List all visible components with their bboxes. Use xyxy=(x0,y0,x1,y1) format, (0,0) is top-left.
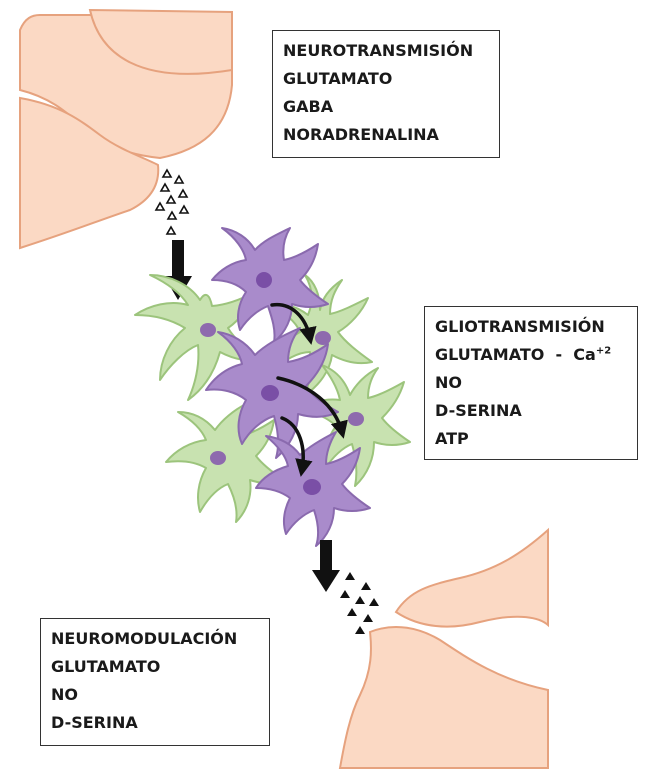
vesicle xyxy=(369,598,379,606)
gliotransmision-item: NO xyxy=(435,373,462,392)
vesicle xyxy=(161,168,173,178)
neuromodulacion-item: NO xyxy=(51,685,78,704)
bottom-down-arrow xyxy=(312,540,340,592)
neurotransmision-title: NEUROTRANSMISIÓN xyxy=(283,41,474,60)
curved-arrow-1 xyxy=(270,302,317,345)
bottom-presynaptic-terminal xyxy=(394,527,549,628)
neurotransmision-item: NORADRENALINA xyxy=(283,125,439,144)
neuromodulacion-item: GLUTAMATO xyxy=(51,657,161,676)
vesicle xyxy=(173,174,185,184)
gliotransmision-item: D-SERINA xyxy=(435,401,522,420)
vesicle xyxy=(340,590,350,598)
top-vesicles xyxy=(154,168,190,235)
curved-arrows xyxy=(270,302,348,477)
gliotransmision-box: GLIOTRANSMISIÓN GLUTAMATO - Ca+2 NO D-SE… xyxy=(424,306,638,460)
vesicle xyxy=(363,614,373,622)
microglia-middle xyxy=(205,327,339,459)
top-postsynaptic-terminal xyxy=(19,96,160,250)
vesicle xyxy=(177,188,189,198)
vesicle xyxy=(355,596,365,604)
bottom-synapse xyxy=(338,527,549,769)
neuromodulacion-box: NEUROMODULACIÓN GLUTAMATO NO D-SERINA xyxy=(40,618,270,746)
vesicle xyxy=(178,204,190,214)
top-synapse xyxy=(19,8,233,250)
neurotransmision-box: NEUROTRANSMISIÓN GLUTAMATO GABA NORADREN… xyxy=(272,30,500,158)
curved-arrow-2 xyxy=(276,376,348,439)
vesicle xyxy=(166,210,178,220)
neuromodulacion-item: D-SERINA xyxy=(51,713,138,732)
bottom-vesicles xyxy=(340,572,379,634)
astrocyte-bottom-left xyxy=(165,403,285,523)
gliotransmision-item-text: GLUTAMATO - Ca xyxy=(435,345,596,364)
microglia-bottom xyxy=(255,431,371,547)
neuromodulacion-title: NEUROMODULACIÓN xyxy=(51,629,238,648)
neurotransmision-item: GABA xyxy=(283,97,334,116)
neurotransmision-item: GLUTAMATO xyxy=(283,69,393,88)
vesicle xyxy=(154,201,166,211)
curved-arrow-3 xyxy=(280,416,313,477)
vesicle xyxy=(361,582,371,590)
vesicle xyxy=(345,572,355,580)
gliotransmision-item: ATP xyxy=(435,429,469,448)
bottom-postsynaptic-terminal xyxy=(338,625,549,769)
vesicle xyxy=(159,182,171,192)
vesicle xyxy=(347,608,357,616)
gliotransmision-title: GLIOTRANSMISIÓN xyxy=(435,317,605,336)
gliotransmision-item-glutamato-ca: GLUTAMATO - Ca+2 xyxy=(435,341,627,369)
vesicle xyxy=(165,194,177,204)
vesicle xyxy=(355,626,365,634)
calcium-charge: +2 xyxy=(595,345,612,357)
glial-cluster xyxy=(134,227,411,547)
vesicle xyxy=(165,225,177,235)
